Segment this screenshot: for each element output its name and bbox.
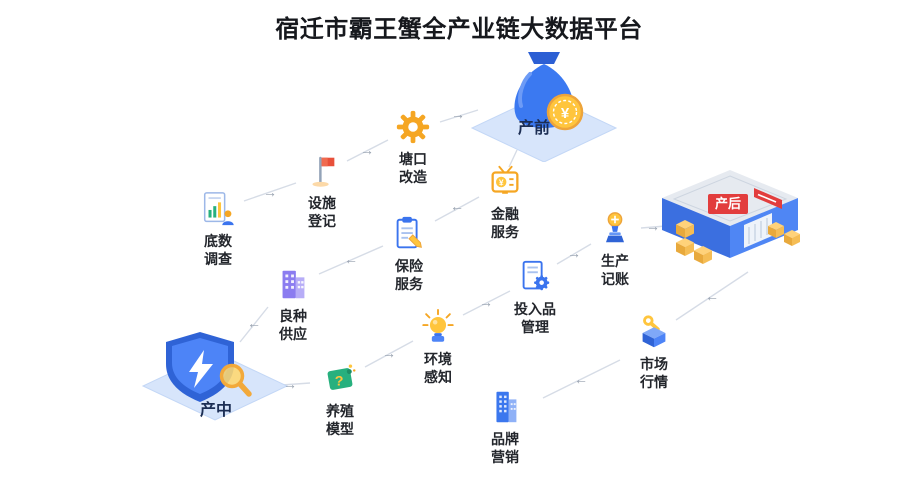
flow-arrow-left: ←: [574, 371, 588, 387]
model-question-icon: ?: [321, 360, 359, 398]
svg-text:¥: ¥: [499, 178, 504, 188]
node-facility-registration[interactable]: 设施登记: [279, 152, 365, 230]
svg-text:¥: ¥: [561, 105, 570, 122]
node-pond-renovation[interactable]: 塘口改造: [370, 108, 456, 186]
node-input-management[interactable]: 投入品管理: [492, 258, 578, 336]
stage-pre-production[interactable]: ¥ 产前: [468, 46, 620, 162]
flow-arrow-right: →: [479, 294, 493, 310]
flow-arrow-left: ←: [705, 288, 719, 304]
node-base-survey[interactable]: 底数调查: [175, 190, 261, 268]
lightbulb-icon: [419, 308, 457, 346]
node-breeding-model-label: 养殖模型: [326, 403, 354, 437]
stage-post-production[interactable]: 产后: [652, 168, 808, 274]
report-chart-person-icon: [199, 190, 237, 228]
flow-arrow-right: →: [382, 345, 396, 361]
flow-arrow-right: →: [360, 142, 374, 158]
award-stand-icon: [596, 210, 634, 248]
flow-arrow-left: ←: [344, 251, 358, 267]
building-purple-icon: [274, 265, 312, 303]
flow-arrow-right: →: [451, 106, 465, 122]
money-bag-icon: ¥: [514, 52, 584, 131]
node-seed-supply-label: 良种供应: [279, 308, 307, 342]
flow-arrow-left: ←: [450, 198, 464, 214]
node-market-trends-label: 市场行情: [640, 356, 668, 390]
stage-mid-label: 产中: [200, 402, 233, 419]
magnifier-icon: [219, 363, 252, 397]
node-production-accounting-label: 生产记账: [601, 253, 629, 287]
node-brand-marketing-label: 品牌营销: [491, 431, 519, 465]
tv-money-icon: ¥: [486, 163, 524, 201]
flow-arrow-right: →: [646, 218, 660, 234]
flow-arrow-left: ←: [247, 315, 261, 331]
shield-security-icon: [166, 332, 234, 402]
stage-mid-production[interactable]: 产中: [138, 326, 292, 430]
clipboard-pen-icon: [390, 215, 428, 253]
node-insurance-services-label: 保险服务: [395, 258, 423, 292]
svg-text:?: ?: [335, 374, 344, 390]
node-seed-supply[interactable]: 良种供应: [250, 265, 336, 343]
node-facility-registration-label: 设施登记: [308, 195, 336, 229]
node-insurance-services[interactable]: 保险服务: [366, 215, 452, 293]
node-production-accounting[interactable]: 生产记账: [572, 210, 658, 288]
node-environment-sensing-label: 环境感知: [424, 351, 452, 385]
node-breeding-model[interactable]: ? 养殖模型: [297, 360, 383, 438]
node-brand-marketing[interactable]: 品牌营销: [462, 388, 548, 466]
document-gear-icon: [516, 258, 554, 296]
flow-arrow-right: →: [283, 376, 297, 392]
node-market-trends[interactable]: 市场行情: [611, 313, 697, 391]
page-title: 宿迁市霸王蟹全产业链大数据平台: [275, 16, 643, 43]
node-financial-services-label: 金融服务: [491, 206, 519, 240]
skyscraper-icon: [486, 388, 524, 426]
toolbox-wrench-icon: [635, 313, 673, 351]
flow-arrow-right: →: [263, 184, 277, 200]
gear-icon: [394, 108, 432, 146]
flag-icon: [303, 152, 341, 190]
flow-arrow-right: →: [567, 245, 581, 261]
node-input-management-label: 投入品管理: [514, 301, 556, 335]
node-environment-sensing[interactable]: 环境感知: [395, 308, 481, 386]
node-financial-services[interactable]: ¥ 金融服务: [462, 163, 548, 241]
cargo-crates-icon: [676, 220, 800, 264]
stage-pre-label: 产前: [518, 120, 551, 137]
node-pond-renovation-label: 塘口改造: [399, 151, 427, 185]
stage-post-label: 产后: [708, 194, 749, 214]
node-base-survey-label: 底数调查: [204, 233, 232, 267]
